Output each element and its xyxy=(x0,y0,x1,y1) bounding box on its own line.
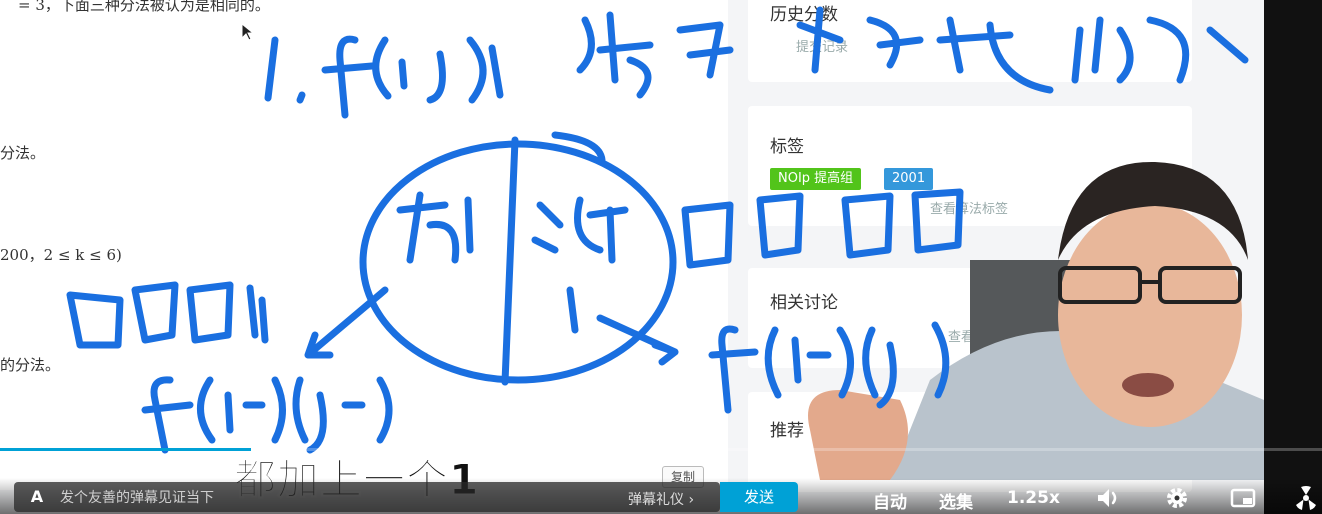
danmaku-etiquette-link[interactable]: 弹幕礼仪 › xyxy=(628,492,695,508)
letterbox-bar xyxy=(1264,0,1322,514)
mouse-cursor-icon xyxy=(241,22,255,41)
fullscreen-icon[interactable] xyxy=(1292,484,1320,512)
tag-year[interactable]: 2001 xyxy=(884,168,934,190)
discussion-title: 相关讨论 xyxy=(770,293,838,313)
view-discussion-link[interactable]: 查看 xyxy=(948,330,975,345)
picture-in-picture-icon[interactable] xyxy=(1229,484,1257,512)
video-progress-bar[interactable] xyxy=(0,448,1322,451)
danmaku-style-icon[interactable]: A xyxy=(30,487,44,506)
lecturer-video xyxy=(808,161,1264,480)
problem-text-line: 分法。 xyxy=(0,144,46,162)
tags-title: 标签 xyxy=(770,137,804,157)
submission-records-link[interactable]: 提交记录 xyxy=(796,40,849,55)
show-algorithm-tags-link[interactable]: 查看算法标签 xyxy=(930,202,1009,217)
problem-text-line: 的分法。 xyxy=(0,356,61,374)
video-frame[interactable]: = 3，下面三种分法被认为是相同的。 分法。 200，2 ≤ k ≤ 6) 的分… xyxy=(0,0,1264,514)
danmaku-input[interactable] xyxy=(58,486,392,510)
send-danmaku-button[interactable]: 发送 xyxy=(720,482,798,512)
handwriting-overlay xyxy=(66,6,1249,454)
video-progress-fill xyxy=(0,448,252,451)
recommend-title: 推荐 xyxy=(770,421,804,441)
playback-speed-button[interactable]: 1.25x xyxy=(1007,488,1060,508)
settings-icon[interactable] xyxy=(1163,484,1191,512)
volume-icon[interactable] xyxy=(1094,484,1122,512)
problem-text-line: = 3，下面三种分法被认为是相同的。 xyxy=(18,0,270,14)
episodes-button[interactable]: 选集 xyxy=(939,493,973,513)
problem-text-line: 200，2 ≤ k ≤ 6) xyxy=(0,246,122,264)
tag-noip[interactable]: NOIp 提高组 xyxy=(770,168,862,190)
auto-quality-button[interactable]: 自动 xyxy=(873,493,907,513)
